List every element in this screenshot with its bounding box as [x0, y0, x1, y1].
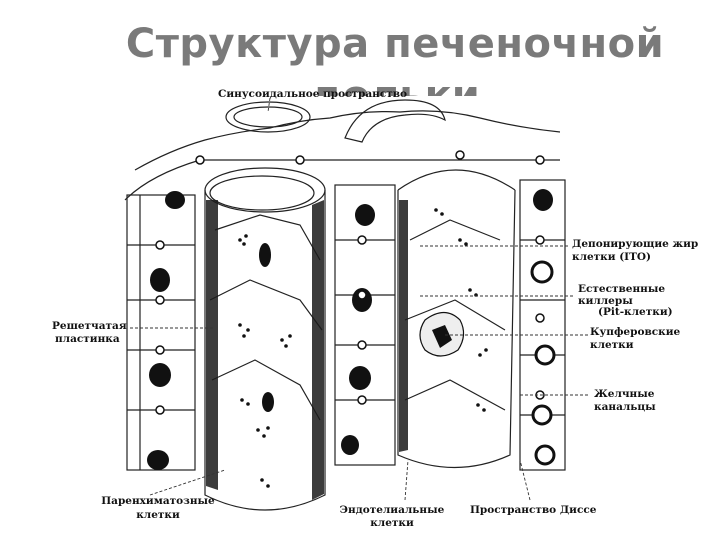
slide-title-line1: Структура печеночной: [125, 21, 665, 67]
nucleus: [165, 191, 185, 209]
label-endothelial-line2: клетки: [370, 517, 414, 529]
slide-title-line2: дольки: [310, 73, 480, 96]
label-sinusoid-space: Синусоидальное пространство: [218, 88, 408, 100]
label-bile-line1: Желчные: [594, 388, 655, 400]
label-lamina-line2: пластинка: [55, 333, 120, 345]
label-parenchymal-line1: Паренхиматозные: [101, 495, 215, 507]
sinusoid-cylinder-left: [204, 190, 326, 511]
sinusoid-cylinder-right: [397, 189, 516, 468]
sinusoid-loop-right: [344, 99, 446, 143]
label-kupffer-line1: Купферовские: [590, 326, 681, 338]
label-disse: Пространство Диссе: [470, 504, 597, 516]
sinusoid-loop-left: [225, 101, 311, 133]
label-nk-line3: (Pit-клетки): [598, 306, 673, 318]
label-bile-line2: канальцы: [594, 401, 656, 413]
label-endothelial-line1: Эндотелиальные: [339, 504, 445, 516]
hepatocyte-plate-right: [519, 179, 566, 471]
label-nk-line2: киллеры: [578, 295, 633, 307]
top-membrane: [134, 110, 561, 171]
label-ito-line2: клетки (ITO): [572, 251, 652, 263]
label-kupffer-line2: клетки: [590, 339, 634, 351]
hepatocyte-plate-middle: [334, 184, 396, 466]
hepatocyte-plate-left: [126, 194, 196, 471]
label-parenchymal-line2: клетки: [136, 509, 180, 521]
label-nk-line1: Естественные: [578, 283, 666, 295]
label-ito-line1: Депонирующие жир: [572, 238, 699, 250]
label-lamina-line1: Решетчатая: [52, 320, 127, 332]
